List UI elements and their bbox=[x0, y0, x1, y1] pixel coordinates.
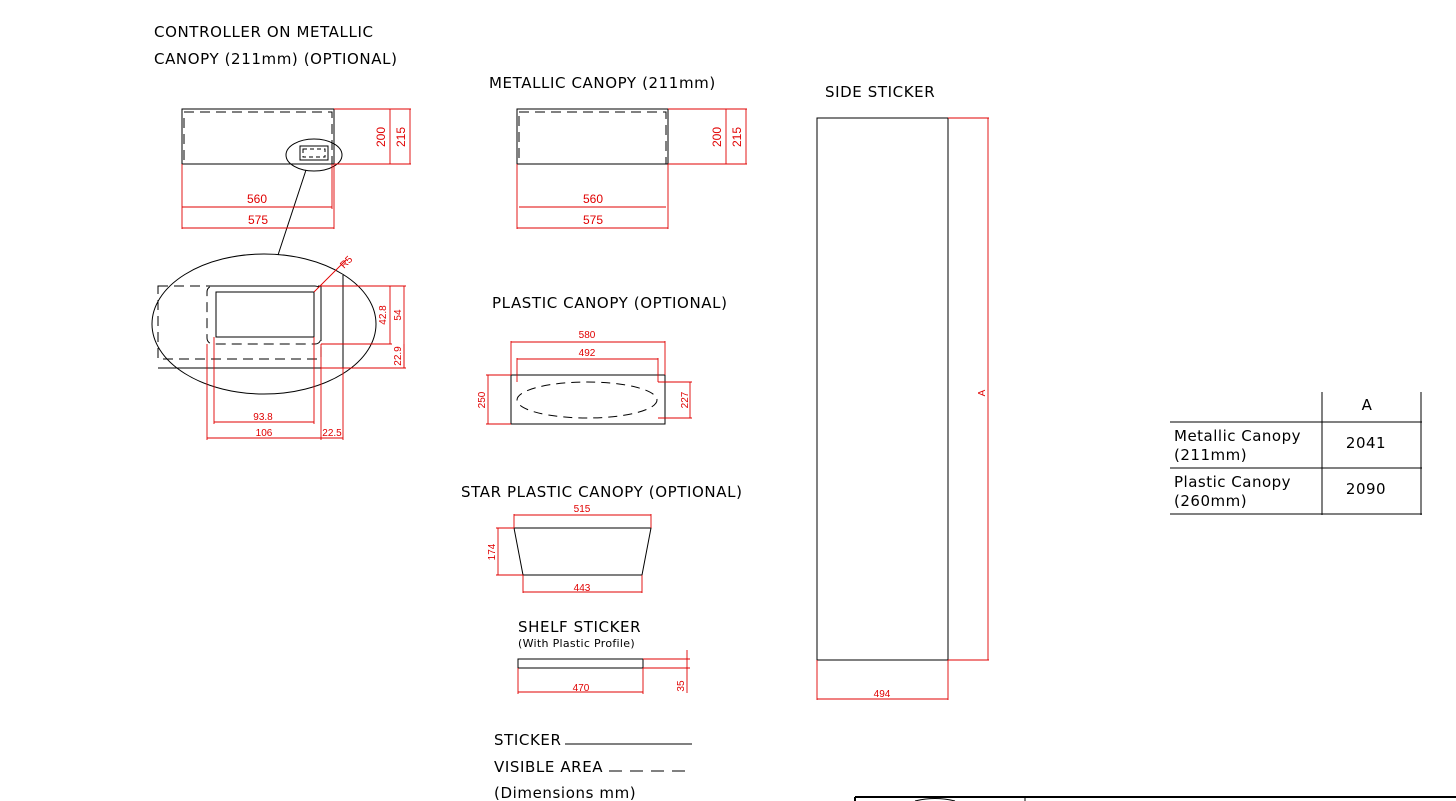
side-height-label: A bbox=[977, 389, 988, 396]
detail-ellipse bbox=[151, 253, 377, 395]
detail-height-inner: 42.8 bbox=[378, 305, 389, 325]
table-row-1-label-1: Metallic Canopy bbox=[1174, 427, 1301, 445]
table-row-2-label-2: (260mm) bbox=[1174, 492, 1247, 510]
detail-height-outer: 54 bbox=[393, 309, 404, 321]
metallic-visible-area bbox=[518, 111, 667, 165]
controller-width-outer: 575 bbox=[248, 213, 268, 227]
legend-sticker-label: STICKER bbox=[494, 731, 562, 749]
legend-units: (Dimensions mm) bbox=[494, 784, 636, 801]
detail-cutout-visible bbox=[206, 285, 322, 345]
controller-width-inner: 560 bbox=[247, 192, 267, 206]
metallic-width-outer: 575 bbox=[583, 213, 603, 227]
metallic-height-outer: 215 bbox=[730, 127, 744, 147]
metallic-height-inner: 200 bbox=[710, 127, 724, 147]
controller-cutout bbox=[299, 145, 329, 161]
plastic-width-inner: 492 bbox=[579, 348, 596, 359]
metallic-title: METALLIC CANOPY (211mm) bbox=[489, 74, 716, 92]
plastic-canopy-outline bbox=[510, 374, 666, 425]
controller-detail-circle bbox=[285, 138, 343, 172]
controller-title-line1: CONTROLLER ON METALLIC bbox=[154, 23, 374, 41]
plastic-visible-area bbox=[516, 381, 658, 419]
side-width: 494 bbox=[874, 689, 891, 700]
star-plastic-height: 174 bbox=[487, 543, 498, 560]
legend-visible-area-label: VISIBLE AREA bbox=[494, 758, 603, 776]
legend: STICKER VISIBLE AREA (Dimensions mm) bbox=[494, 731, 692, 801]
controller-height-outer: 215 bbox=[394, 127, 408, 147]
shelf-sticker-outline bbox=[517, 658, 644, 669]
table-row-1-label-2: (211mm) bbox=[1174, 446, 1247, 464]
star-plastic-outline bbox=[513, 527, 652, 576]
controller-title-line2: CANOPY (211mm) (OPTIONAL) bbox=[154, 50, 398, 68]
plastic-title: PLASTIC CANOPY (OPTIONAL) bbox=[492, 294, 728, 312]
detail-visible-edge bbox=[157, 285, 322, 360]
shelf-sticker-view: SHELF STICKER (With Plastic Profile) 470… bbox=[517, 618, 690, 694]
table-header-a: A bbox=[1362, 396, 1373, 414]
table-row-2-value: 2090 bbox=[1346, 480, 1386, 498]
shelf-width: 470 bbox=[573, 683, 590, 694]
star-plastic-width-bottom: 443 bbox=[574, 583, 591, 594]
side-sticker-outline bbox=[816, 117, 949, 661]
detail-height-bottom: 22.9 bbox=[393, 346, 404, 366]
table-row-1-value: 2041 bbox=[1346, 434, 1386, 452]
plastic-height-right: 227 bbox=[680, 391, 691, 408]
side-sticker-view: SIDE STICKER A 494 bbox=[816, 83, 989, 700]
shelf-title: SHELF STICKER bbox=[518, 618, 641, 636]
height-table: A Metallic Canopy (211mm) 2041 Plastic C… bbox=[1170, 392, 1422, 515]
detail-radius-label: R5 bbox=[338, 254, 355, 271]
controller-height-inner: 200 bbox=[374, 127, 388, 147]
star-plastic-title: STAR PLASTIC CANOPY (OPTIONAL) bbox=[461, 483, 743, 501]
detail-width-side: 22.5 bbox=[322, 428, 342, 439]
title-block-edge bbox=[854, 796, 1456, 801]
controller-detail-view: R5 42.8 54 22.9 93.8 106 22.5 bbox=[151, 253, 406, 440]
table-row-2-label-1: Plastic Canopy bbox=[1174, 473, 1291, 491]
shelf-subtitle: (With Plastic Profile) bbox=[518, 637, 635, 650]
detail-leader-line bbox=[277, 169, 307, 256]
plastic-canopy-view: PLASTIC CANOPY (OPTIONAL) 580 492 250 22… bbox=[477, 294, 728, 425]
detail-width-outer: 106 bbox=[256, 428, 273, 439]
side-title: SIDE STICKER bbox=[825, 83, 935, 101]
controller-cutout-visible bbox=[302, 148, 326, 158]
controller-canopy-outline bbox=[181, 108, 335, 165]
plastic-height-left: 250 bbox=[477, 391, 488, 408]
metallic-canopy-outline bbox=[516, 108, 669, 165]
shelf-height: 35 bbox=[676, 680, 687, 692]
metallic-canopy-view: METALLIC CANOPY (211mm) 200 215 560 575 bbox=[489, 74, 747, 229]
metallic-width-inner: 560 bbox=[583, 192, 603, 206]
plastic-width-top: 580 bbox=[579, 330, 596, 341]
detail-width-inner: 93.8 bbox=[253, 412, 273, 423]
controller-canopy-view: CONTROLLER ON METALLIC CANOPY (211mm) (O… bbox=[151, 23, 411, 440]
controller-visible-area bbox=[183, 111, 333, 165]
controller-dimensions: 200 215 560 575 bbox=[181, 108, 411, 229]
detail-cutout bbox=[215, 291, 315, 338]
star-plastic-width-top: 515 bbox=[574, 504, 591, 515]
star-plastic-canopy-view: STAR PLASTIC CANOPY (OPTIONAL) 515 443 1… bbox=[461, 483, 743, 594]
